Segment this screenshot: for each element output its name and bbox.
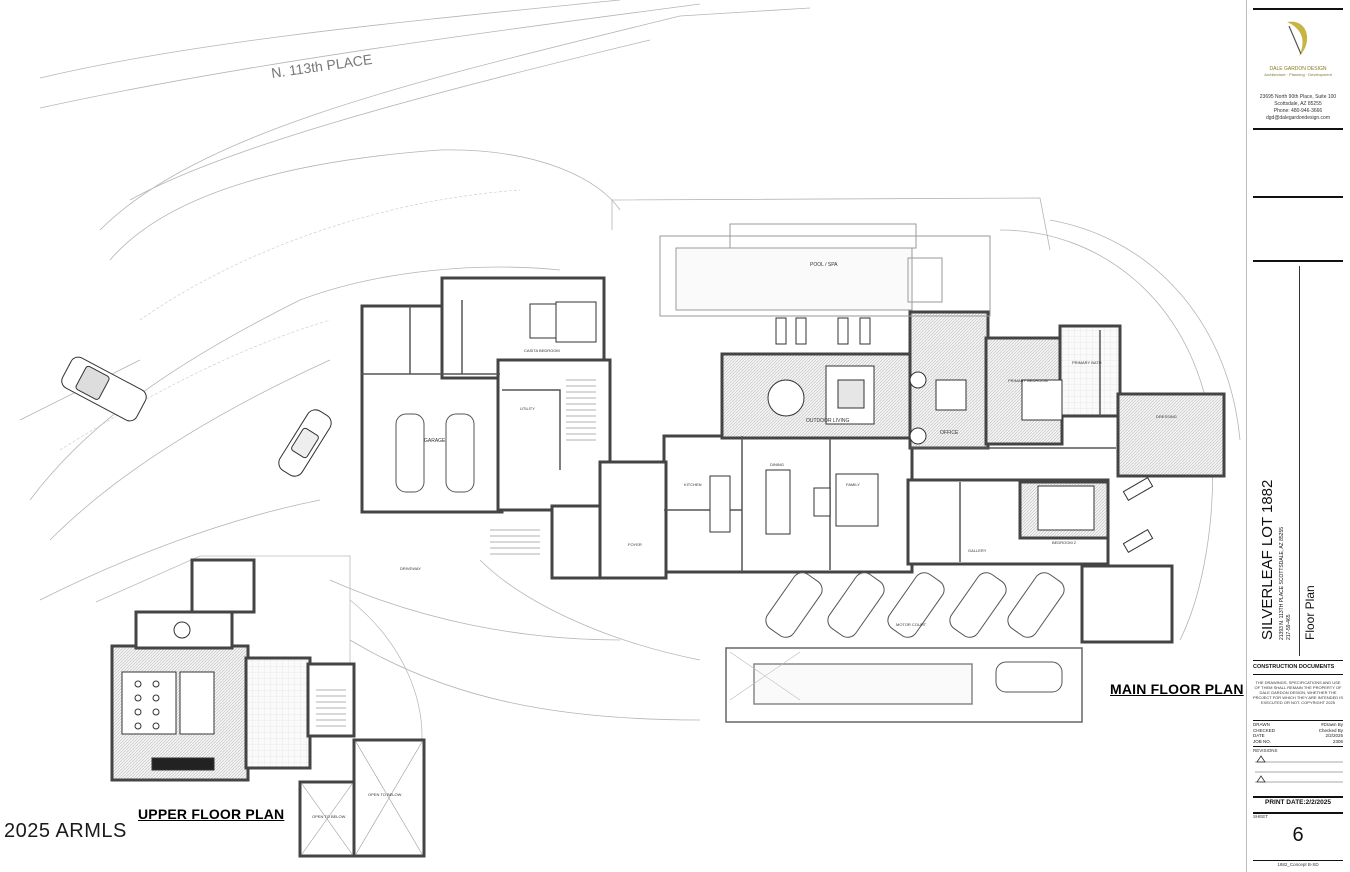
print-date: PRINT DATE:2/2/2025: [1265, 799, 1331, 806]
firm-name: DALE GARDON DESIGN: [1269, 66, 1327, 72]
site-lines-dashed: [59, 189, 521, 451]
interior-walls: [362, 300, 1116, 572]
job-no-label: JOB NO.: [1253, 738, 1272, 744]
project-title: SILVERLEAF LOT 1882: [1259, 479, 1276, 640]
room-label-bedroom-2: BEDROOM 2: [1052, 540, 1077, 545]
room-label-open-to-below: OPEN TO BELOW: [312, 814, 346, 819]
firm-logo-icon: [1287, 21, 1308, 57]
room-label-motor-court: MOTOR COURT: [896, 622, 927, 627]
stair: [316, 689, 346, 727]
room-label-primary-bath: PRIMARY BATH: [1072, 360, 1102, 365]
room-label-outdoor-living: OUTDOOR LIVING: [806, 418, 849, 424]
lounge-chair-icon: [775, 317, 1154, 554]
room-label-utility: UTILITY: [520, 406, 535, 411]
car-icon: [278, 409, 332, 477]
room-label-gallery: GALLERY: [968, 548, 987, 553]
room-label-dressing: DRESSING: [1156, 414, 1177, 419]
room-label-primary-bedroom: PRIMARY BEDROOM: [1008, 378, 1048, 383]
stair: [490, 379, 596, 555]
room-label-kitchen: KITCHEN: [684, 482, 702, 487]
open-to-below: [301, 741, 423, 855]
room-label-office: OFFICE: [940, 430, 959, 436]
room-label-open-to-below: OPEN TO BELOW: [368, 792, 402, 797]
motor-court: [725, 647, 1083, 723]
sheet-label: SHEET: [1253, 814, 1269, 819]
room-label-dining: DINING: [770, 462, 784, 467]
vehicle-icon: [61, 356, 147, 422]
car-icon: [765, 572, 1065, 693]
phase-label: CONSTRUCTION DOCUMENTS: [1253, 664, 1335, 670]
furniture: [529, 301, 1095, 535]
drawn-value: #Drawn By: [1320, 722, 1343, 727]
room-label-family: FAMILY: [846, 482, 860, 487]
sheet-title: Floor Plan: [1303, 585, 1317, 640]
sheet-number: 6: [1292, 824, 1304, 846]
checked-value: Checked By: [1318, 727, 1343, 733]
firm-phone: Phone: 480-946-3666: [1273, 108, 1323, 114]
upper-floor-furniture: [121, 621, 215, 771]
date-value: 2/2/2025: [1325, 733, 1343, 738]
firm-address-line2: Scottsdale, AZ 85255: [1274, 101, 1322, 107]
revisions-label: REVISIONS: [1253, 748, 1278, 753]
revision-table: [1255, 755, 1343, 783]
file-name: 1882_Concept B-SD: [1277, 862, 1319, 867]
date-label: DATE: [1253, 733, 1265, 738]
site-lines: [19, 0, 1241, 721]
firm-tagline: Architecture · Planning · Development: [1264, 72, 1332, 77]
floor-plan-drawing: N. 113th PLACE: [19, 0, 1241, 858]
street-label: N. 113th PLACE: [270, 51, 373, 81]
drawn-label: DRAWN: [1253, 722, 1270, 727]
project-apn: 217-59-465: [1286, 614, 1292, 640]
copyright-notice: THE DRAWINGS, SPECIFICATIONS AND USE OF …: [1253, 680, 1344, 705]
room-label-foyer: FOYER: [628, 542, 642, 547]
checked-label: CHECKED: [1253, 727, 1276, 733]
room-label-driveway: DRIVEWAY: [400, 566, 421, 571]
car-icon: [395, 413, 475, 493]
room-label-casita-bedroom: CASITA BEDROOM: [524, 348, 560, 353]
title-block: DALE GARDON DESIGN Architecture · Planni…: [1246, 0, 1350, 872]
room-label-garage: GARAGE: [424, 438, 446, 444]
job-no-value: 2306: [1332, 738, 1343, 744]
project-address: 21393 N. 113TH PLACE SCOTTSDALE, AZ 8525…: [1279, 526, 1285, 640]
main-floor-plan-title: MAIN FLOOR PLAN: [1110, 681, 1244, 697]
firm-address-line1: 23695 North 90th Place, Suite 100: [1259, 94, 1337, 100]
upper-floor-plan-title: UPPER FLOOR PLAN: [138, 806, 285, 822]
room-label-pool: POOL / SPA: [810, 262, 838, 268]
firm-email: dgd@dalegardondesign.com: [1265, 115, 1330, 121]
pool-area: [659, 223, 991, 317]
watermark: 2025 ARMLS: [4, 820, 127, 842]
